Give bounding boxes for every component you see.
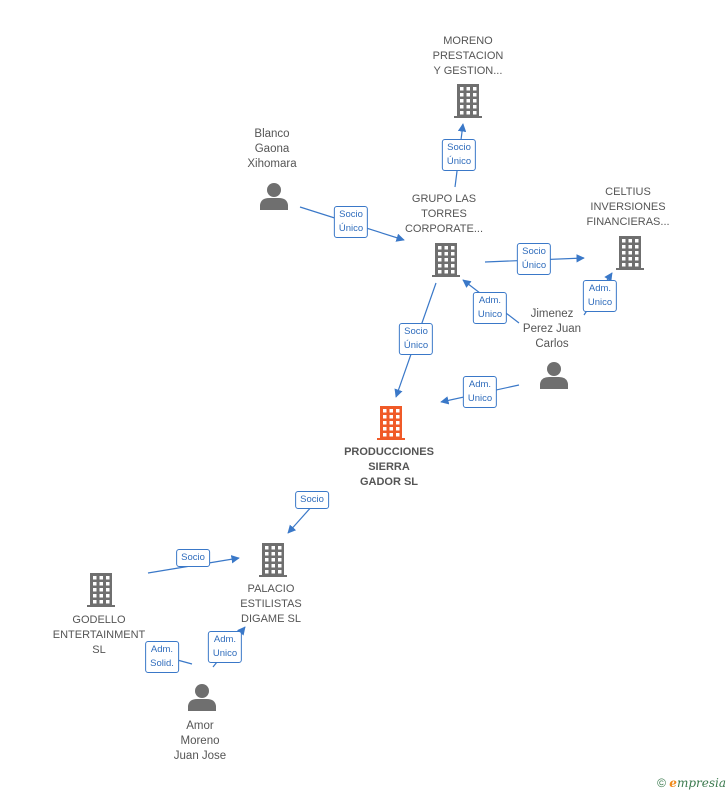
edge-label-line: Único [338,223,364,234]
person-icon-amor[interactable] [188,684,216,711]
node-label-line: Amor [186,720,214,732]
edge-label-line: Unico [467,393,493,404]
edge-label-line: Adm. [468,379,492,390]
node-label-line: GODELLO [72,614,126,626]
building-icon-grupo[interactable] [432,243,460,277]
building-icon-celtius[interactable] [616,236,644,270]
edge-label-line: Socio [181,552,205,563]
node-label-producciones[interactable]: PRODUCCIONES SIERRA GADOR SL [344,445,434,490]
copyright-symbol: © [657,776,666,790]
node-label-line: PALACIO [247,583,295,595]
node-label-line: PRODUCCIONES [344,446,434,458]
edge-label-line: Adm. [150,644,174,655]
node-label-line: Y GESTION... [433,65,503,77]
node-label-line: Gaona [254,143,290,155]
person-icon-jimenez[interactable] [540,362,568,389]
node-label-line: CORPORATE... [404,223,484,235]
node-label-line: SIERRA [368,461,410,473]
edge-label-line: Socio [404,326,428,337]
node-label-grupo[interactable]: GRUPO LAS TORRES CORPORATE... [405,192,483,237]
edge-label-line: Socio [300,494,324,505]
node-label-line: Blanco [254,128,290,140]
footer-brand: © empresia [657,776,726,790]
edge-label-line: Único [521,260,547,271]
node-label-line: FINANCIERAS... [586,216,670,228]
building-icon-godello[interactable] [87,573,115,607]
edge-label-jimenez-to-grupo[interactable]: Adm. Unico [472,292,508,324]
edge-label-line: Adm. [478,295,502,306]
edge-label-line: Adm. [588,283,612,294]
edge-label-line: Unico [587,297,613,308]
edge-label-line: Unico [477,309,503,320]
person-icon-blanco[interactable] [260,183,288,210]
node-label-line: TORRES [421,208,467,220]
edge-label-line: Solid. [150,658,174,669]
node-label-line: SL [92,644,106,656]
brand-initial: e [669,776,677,790]
edge-label-godello-to-palacio[interactable]: Socio [176,549,210,567]
node-label-line: Xihomara [247,158,297,170]
node-label-line: GADOR SL [359,476,419,488]
edge-label-producciones-to-palacio[interactable]: Socio [295,491,329,509]
node-label-moreno[interactable]: MORENO PRESTACION Y GESTION... [433,34,504,79]
edge-label-jimenez-to-producciones[interactable]: Adm. Unico [462,376,498,408]
edge-label-line: Socio [447,142,471,153]
edge-label-line: Único [403,340,429,351]
node-label-line: Jimenez [530,308,574,320]
node-label-line: Moreno [180,735,220,747]
edge-label-line: Adm. [213,634,237,645]
node-label-celtius[interactable]: CELTIUS INVERSIONES FINANCIERAS... [586,185,669,230]
edge-label-jimenez-to-celtius[interactable]: Adm. Unico [582,280,618,312]
node-label-line: INVERSIONES [590,201,666,213]
node-label-line: ESTILISTAS [240,598,302,610]
edge-label-line: Socio [522,246,546,257]
edge-label-line: Unico [212,648,238,659]
node-label-godello[interactable]: GODELLO ENTERTAINMENT SL [53,613,146,658]
edge-label-amor-to-palacio[interactable]: Adm. Unico [207,631,243,663]
node-label-line: Juan Jose [173,750,227,762]
node-label-line: GRUPO LAS [411,193,477,205]
node-label-line: ENTERTAINMENT [52,629,146,641]
node-label-palacio[interactable]: PALACIO ESTILISTAS DIGAME SL [240,582,302,627]
node-label-line: CELTIUS [605,186,651,198]
edge-producciones-to-palacio [287,504,314,534]
node-label-line: PRESTACION [432,50,504,62]
node-label-line: Carlos [535,338,569,350]
node-label-line: DIGAME SL [241,613,301,625]
building-icon-palacio[interactable] [259,543,287,577]
building-icon-producciones[interactable] [377,406,405,440]
edge-label-line: Único [446,156,472,167]
node-label-line: MORENO [443,35,493,47]
brand-name: mpresia [676,776,726,790]
edge-label-line: Socio [339,209,363,220]
edge-label-amor-to-godello[interactable]: Adm. Solid. [145,641,179,673]
node-label-line: Perez Juan [522,323,582,335]
building-icon-moreno[interactable] [454,84,482,118]
